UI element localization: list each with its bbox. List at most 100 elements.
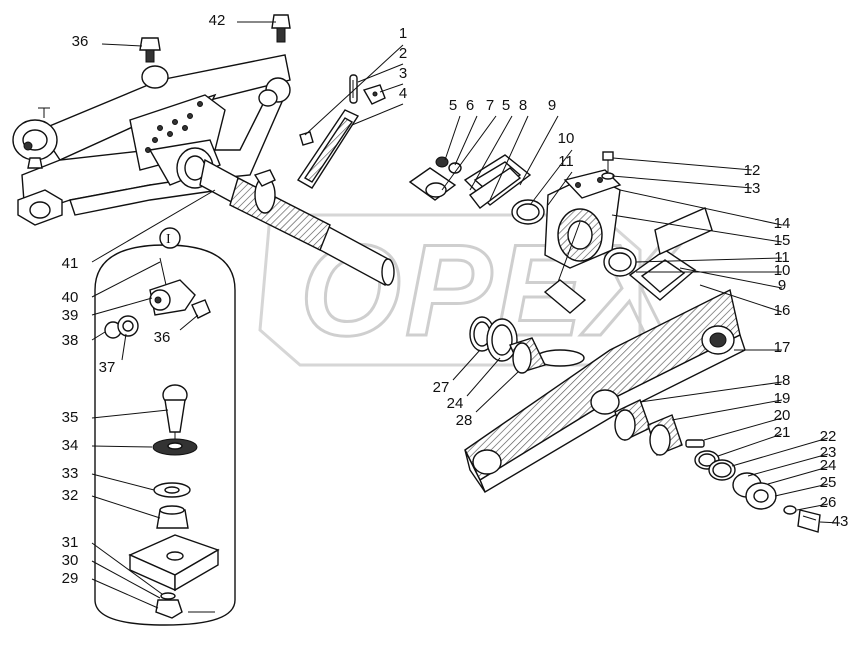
leader-line-41 [91,189,216,263]
leader-line-31 [91,542,163,595]
part-label-11b: 11 [774,249,790,266]
part-label-36a: 36 [72,33,89,50]
part-label-22: 22 [820,428,837,445]
leader-line-35 [91,409,169,419]
part-label-24b: 24 [820,457,837,474]
leader-line-32 [91,495,161,519]
leader-line-5b [469,115,513,191]
leader-lines [91,21,841,609]
leader-line-1 [304,44,404,136]
leader-line-13 [611,175,753,189]
part-label-36b: 36 [154,329,171,346]
leader-line-24a [466,357,501,397]
part-label-5a: 5 [449,97,457,114]
part-label-23: 23 [820,444,837,461]
part-label-25: 25 [820,474,837,491]
part-label-1: 1 [399,25,407,42]
leader-line-7 [441,115,497,191]
part-label-34: 34 [62,437,79,454]
leader-line-9b [679,267,783,289]
leader-line-5a [444,115,461,161]
steering-arm-assembly [12,14,395,287]
leader-line-19 [671,399,783,421]
leader-line-34 [91,445,153,448]
part-label-14: 14 [774,215,791,232]
part-label-6: 6 [466,97,474,114]
part-label-8: 8 [519,97,527,114]
leader-line-29 [91,578,159,609]
leader-line-20 [703,417,783,441]
leader-line-36a [101,43,143,47]
leader-line-12 [612,157,753,171]
leader-line-26 [796,503,829,511]
part-label-10b: 10 [774,262,791,279]
detail-marker-label: I [166,232,171,247]
part-label-15: 15 [774,232,791,249]
leader-line-28 [475,371,519,413]
part-label-43: 43 [832,513,849,530]
leader-line-11b [635,257,783,263]
leader-line-38 [91,331,106,341]
part-label-19: 19 [774,390,791,407]
part-label-21: 21 [774,424,791,441]
leader-line-6 [454,115,478,166]
part-label-17: 17 [774,339,791,356]
part-label-16: 16 [774,302,791,319]
leader-line-23 [747,453,829,477]
detail-view-I: I [94,227,236,626]
leader-line-37 [121,333,127,361]
part-label-35: 35 [62,409,79,426]
part-label-3: 3 [399,65,407,82]
leader-line-21 [717,433,783,457]
part-label-32: 32 [62,487,79,504]
bushings-and-rings [469,316,821,533]
part-label-5b: 5 [502,97,510,114]
leader-line-16 [699,284,783,313]
leader-line-40 [91,261,161,298]
leader-line-22 [731,437,829,467]
leader-line-4 [351,103,404,126]
leader-line-14 [619,189,783,226]
part-label-33: 33 [62,465,79,482]
leader-line-3 [379,83,404,93]
part-label-38: 38 [62,332,79,349]
leader-line-9a [519,115,559,186]
part-label-37: 37 [99,359,116,376]
part-label-42: 42 [209,12,226,29]
part-label-7: 7 [486,97,494,114]
part-label-12: 12 [744,162,761,179]
small-parts-1-4 [296,74,386,189]
part-label-2: 2 [399,45,407,62]
part-label-13: 13 [744,180,761,197]
leader-line-36b [179,314,199,331]
part-label-11a: 11 [558,153,574,170]
part-label-29: 29 [62,570,79,587]
leader-line-10a [529,149,573,206]
leader-line-18 [639,381,783,403]
part-label-9b: 9 [778,277,786,294]
main-beam [464,207,746,494]
part-label-27: 27 [433,379,450,396]
part-label-41: 41 [62,255,79,272]
part-label-39: 39 [62,307,79,324]
part-label-20: 20 [774,407,791,424]
part-label-28: 28 [456,412,473,429]
leader-line-33 [91,473,155,491]
leader-line-11a [547,171,573,206]
leader-line-27 [452,349,481,381]
part-label-4: 4 [399,85,407,102]
leader-line-2 [357,63,404,83]
part-label-9a: 9 [548,97,556,114]
leader-line-43 [819,521,841,524]
part-label-31: 31 [62,534,79,551]
leader-line-25 [774,483,829,497]
part-label-18: 18 [774,372,791,389]
part-label-24a: 24 [447,395,464,412]
leader-line-24b [767,466,829,485]
part-label-30: 30 [62,552,79,569]
leader-line-39 [91,297,153,316]
leader-line-15 [611,214,783,243]
leader-line-8 [489,115,529,201]
